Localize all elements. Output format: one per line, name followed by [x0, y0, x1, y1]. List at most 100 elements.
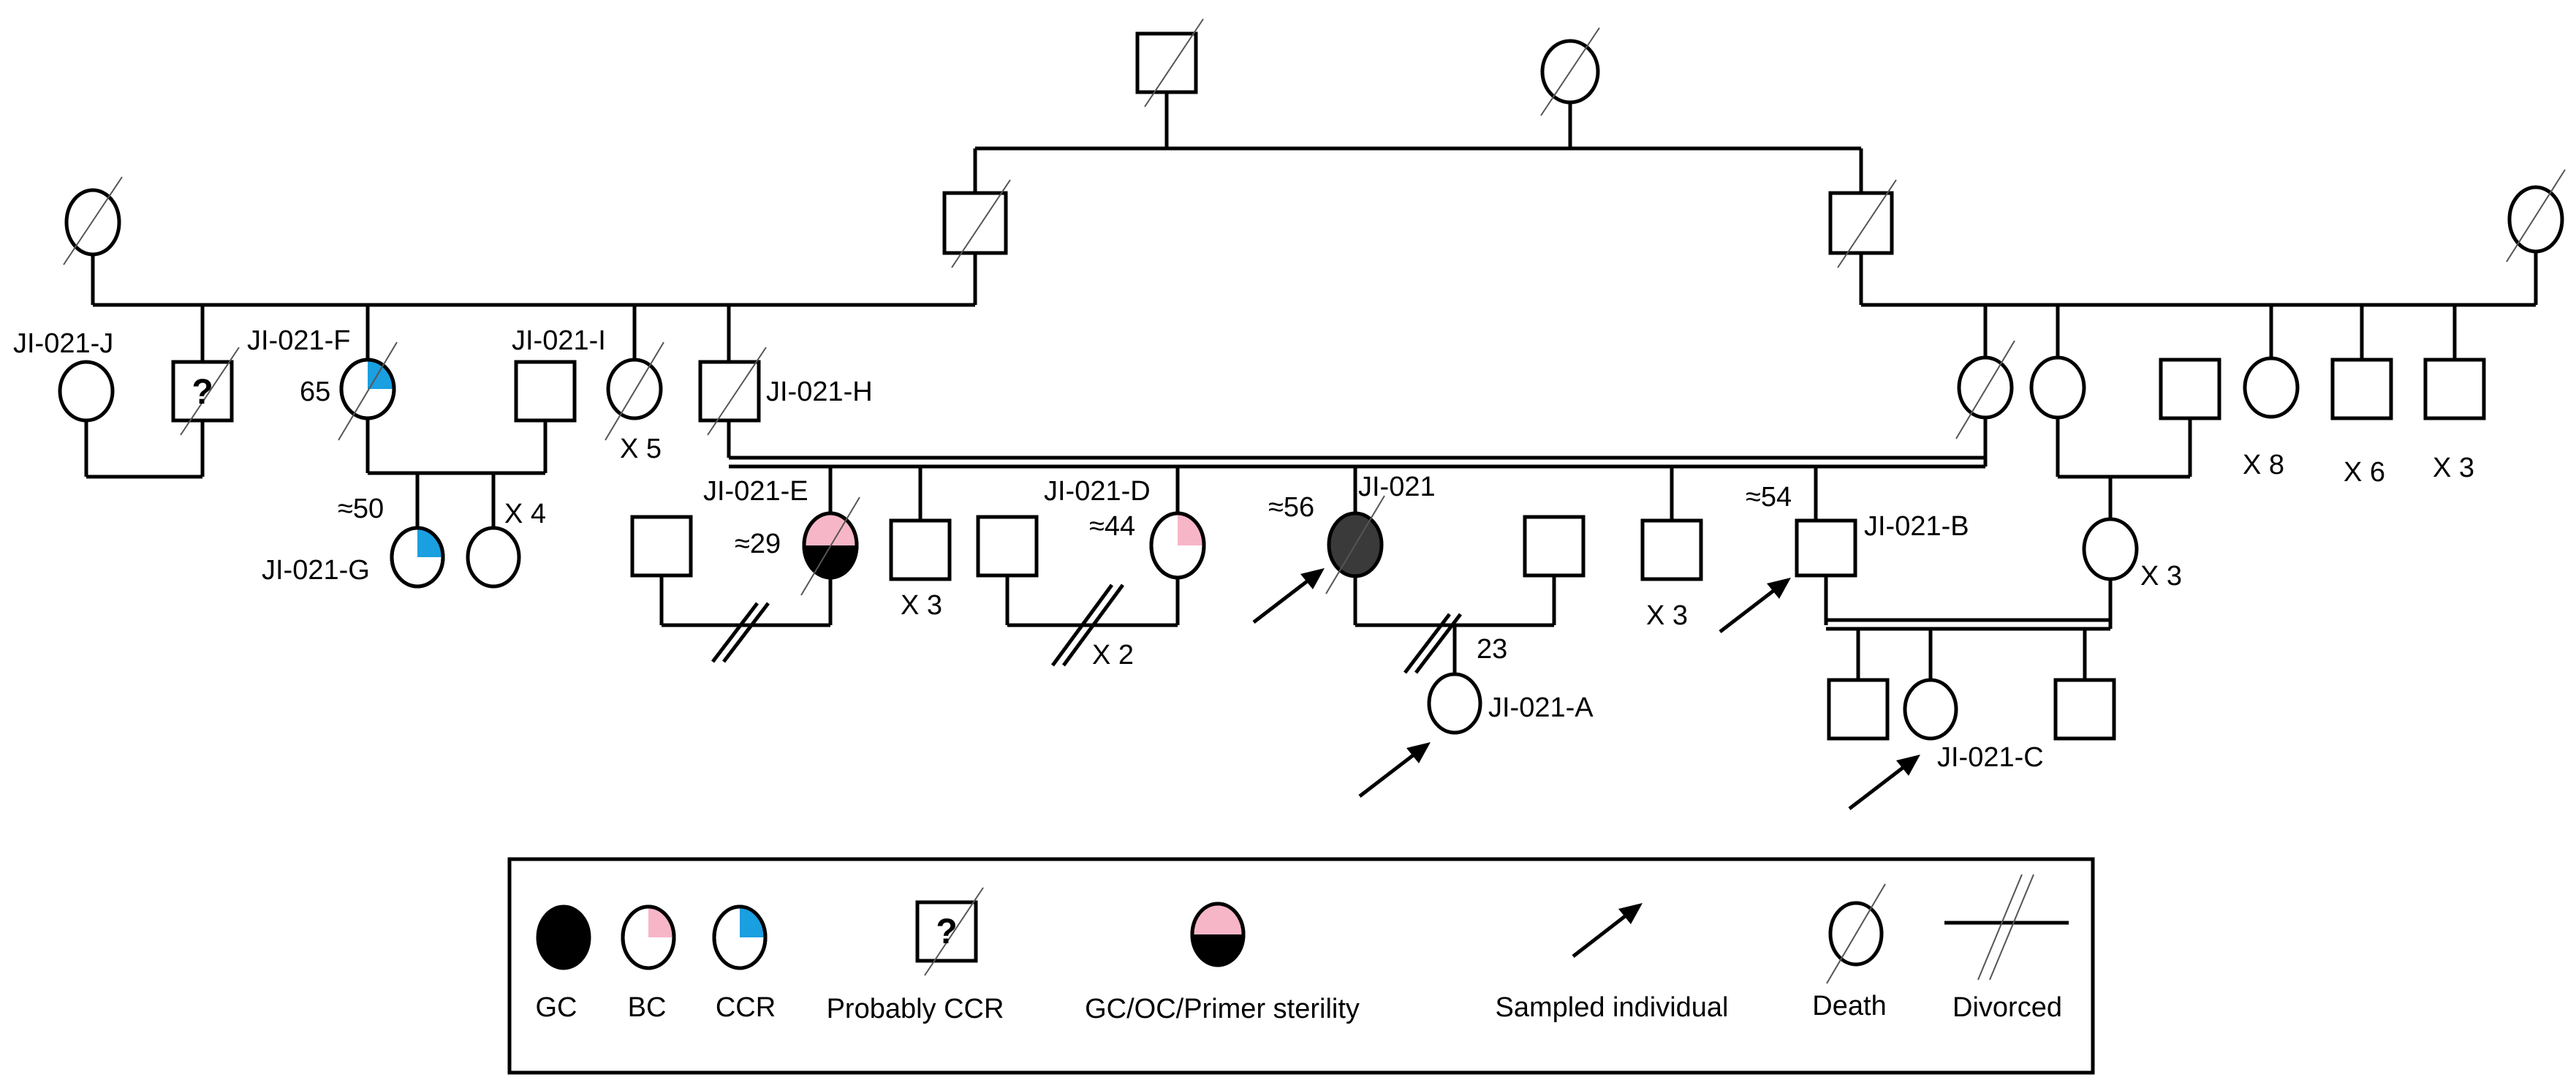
- legend-gc-oc-symbol: [1190, 902, 1246, 967]
- label-c: JI-021-C: [1937, 742, 2044, 773]
- individual-c-female: [1903, 678, 1958, 741]
- ccr-fill: [417, 528, 443, 557]
- death-slash: [707, 347, 767, 436]
- count-mid-sibs: X 3: [1646, 600, 1688, 631]
- legend-gc-label: GC: [536, 992, 577, 1023]
- legend-death-label: Death: [1812, 991, 1886, 1021]
- line: [1414, 613, 1462, 674]
- line: [1061, 583, 1125, 667]
- individual-f-husband-male: [514, 360, 577, 423]
- death-slash: [1826, 883, 1886, 984]
- line: [711, 602, 759, 663]
- age-d: ≈44: [1089, 511, 1135, 542]
- line: [1050, 583, 1114, 667]
- legend-ccr-label: CCR: [716, 992, 776, 1023]
- individual-c-brother-male: [1827, 678, 1890, 741]
- death-slash: [1325, 495, 1385, 594]
- count-d-sibs: X 2: [1092, 640, 1134, 670]
- individual-d-female: [1149, 511, 1206, 580]
- label-a: JI-021-A: [1488, 692, 1594, 723]
- line: [722, 602, 770, 663]
- individual-a-female: [1427, 672, 1482, 735]
- cousin-sister-female: [2029, 355, 2086, 420]
- legend-sampled-arrow: [1572, 903, 1643, 958]
- individual-c-brother-male-b: [2053, 678, 2116, 741]
- count-g-sibs: X 4: [504, 499, 546, 529]
- individual-f-female: [339, 358, 396, 420]
- death-slash: [2506, 169, 2566, 262]
- death-slash: [1540, 27, 1600, 116]
- mid-sibling-male: [1640, 518, 1703, 581]
- death-slash: [180, 347, 240, 436]
- individual-b-male: [1795, 518, 1857, 578]
- count-r6: X 6: [2344, 457, 2385, 488]
- right-sibling-male-b: [2423, 358, 2486, 420]
- legend-box: [507, 857, 2095, 1075]
- line: [1403, 613, 1451, 674]
- sampled-arrow-b: [1719, 578, 1791, 633]
- bc-fill: [804, 513, 857, 545]
- death-slash: [951, 179, 1011, 268]
- pedigree-lines: [84, 92, 2538, 680]
- label-f: JI-021-F: [247, 325, 350, 356]
- age-proband: ≈56: [1268, 492, 1314, 523]
- death-slash: [1144, 18, 1204, 107]
- individual-g-female: [390, 526, 445, 589]
- age-g: ≈50: [338, 494, 384, 524]
- legend-gc-symbol: [536, 904, 591, 970]
- sampled-arrow-c: [1848, 755, 1920, 810]
- legend-bc-label: BC: [628, 992, 667, 1023]
- gc-fill: [804, 545, 857, 578]
- label-g: JI-021-G: [262, 555, 370, 586]
- label-proband: JI-021: [1358, 472, 1436, 502]
- sampled-arrow-proband: [1252, 568, 1325, 624]
- individual-e-husband-male: [630, 515, 693, 578]
- death-slash: [800, 496, 860, 596]
- death-slash: [338, 341, 398, 441]
- note-a: 23: [1477, 634, 1507, 665]
- count-r8: X 8: [2243, 450, 2284, 480]
- right-son-male: [1828, 191, 1894, 255]
- age-f: 65: [300, 377, 330, 407]
- individual-b-wife-female: [2082, 517, 2139, 581]
- death-slash: [924, 887, 984, 976]
- age-e: ≈29: [735, 529, 781, 559]
- right-wife-female: [2507, 185, 2564, 254]
- legend-divorced-label: Divorced: [1952, 992, 2062, 1023]
- legend: GC BC CCR ? Probably CCR GC/OC/Primer st…: [507, 857, 2095, 1075]
- individual-d-husband-male: [976, 515, 1039, 578]
- individual-e-brother-male: [889, 518, 952, 581]
- count-b-wife-sibs: X 3: [2140, 561, 2182, 592]
- count-i-sibs: X 5: [620, 434, 662, 464]
- individual-j-female: [58, 360, 115, 423]
- cousin-sister-husband-male: [2159, 358, 2221, 420]
- left-wife-female: [64, 188, 121, 257]
- label-d: JI-021-D: [1044, 476, 1151, 507]
- probable-ccr-mark: ?: [192, 373, 213, 412]
- legend-probable-ccr-mark: ?: [936, 913, 957, 951]
- age-b: ≈54: [1746, 482, 1792, 513]
- ccr-fill: [368, 360, 394, 389]
- legend-divorced-symbol: [1944, 874, 2069, 981]
- right-sibling-female: [2243, 356, 2300, 419]
- label-e: JI-021-E: [703, 476, 808, 507]
- individual-g-sister-female: [466, 526, 521, 589]
- right-sibling-male-a: [2330, 358, 2393, 420]
- sampled-arrow-a: [1358, 742, 1431, 798]
- death-slash: [1837, 179, 1897, 268]
- legend-probably-ccr-label: Probably CCR: [827, 994, 1004, 1024]
- legend-gc-oc-label: GC/OC/Primer sterility: [1085, 994, 1360, 1024]
- count-e-sibs: X 3: [901, 590, 942, 621]
- left-son-male: [942, 191, 1008, 255]
- label-h: JI-021-H: [766, 377, 873, 407]
- legend-bc-symbol: [621, 904, 676, 970]
- death-slash: [1955, 340, 2015, 439]
- label-i: JI-021-I: [512, 325, 606, 356]
- individual-i-female: [606, 358, 663, 420]
- proband-husband-male: [1523, 515, 1586, 578]
- legend-sampled-label: Sampled individual: [1496, 992, 1729, 1023]
- bc-fill: [1178, 513, 1204, 545]
- cousin-wife-female: [1957, 355, 2014, 420]
- death-slash: [605, 341, 664, 441]
